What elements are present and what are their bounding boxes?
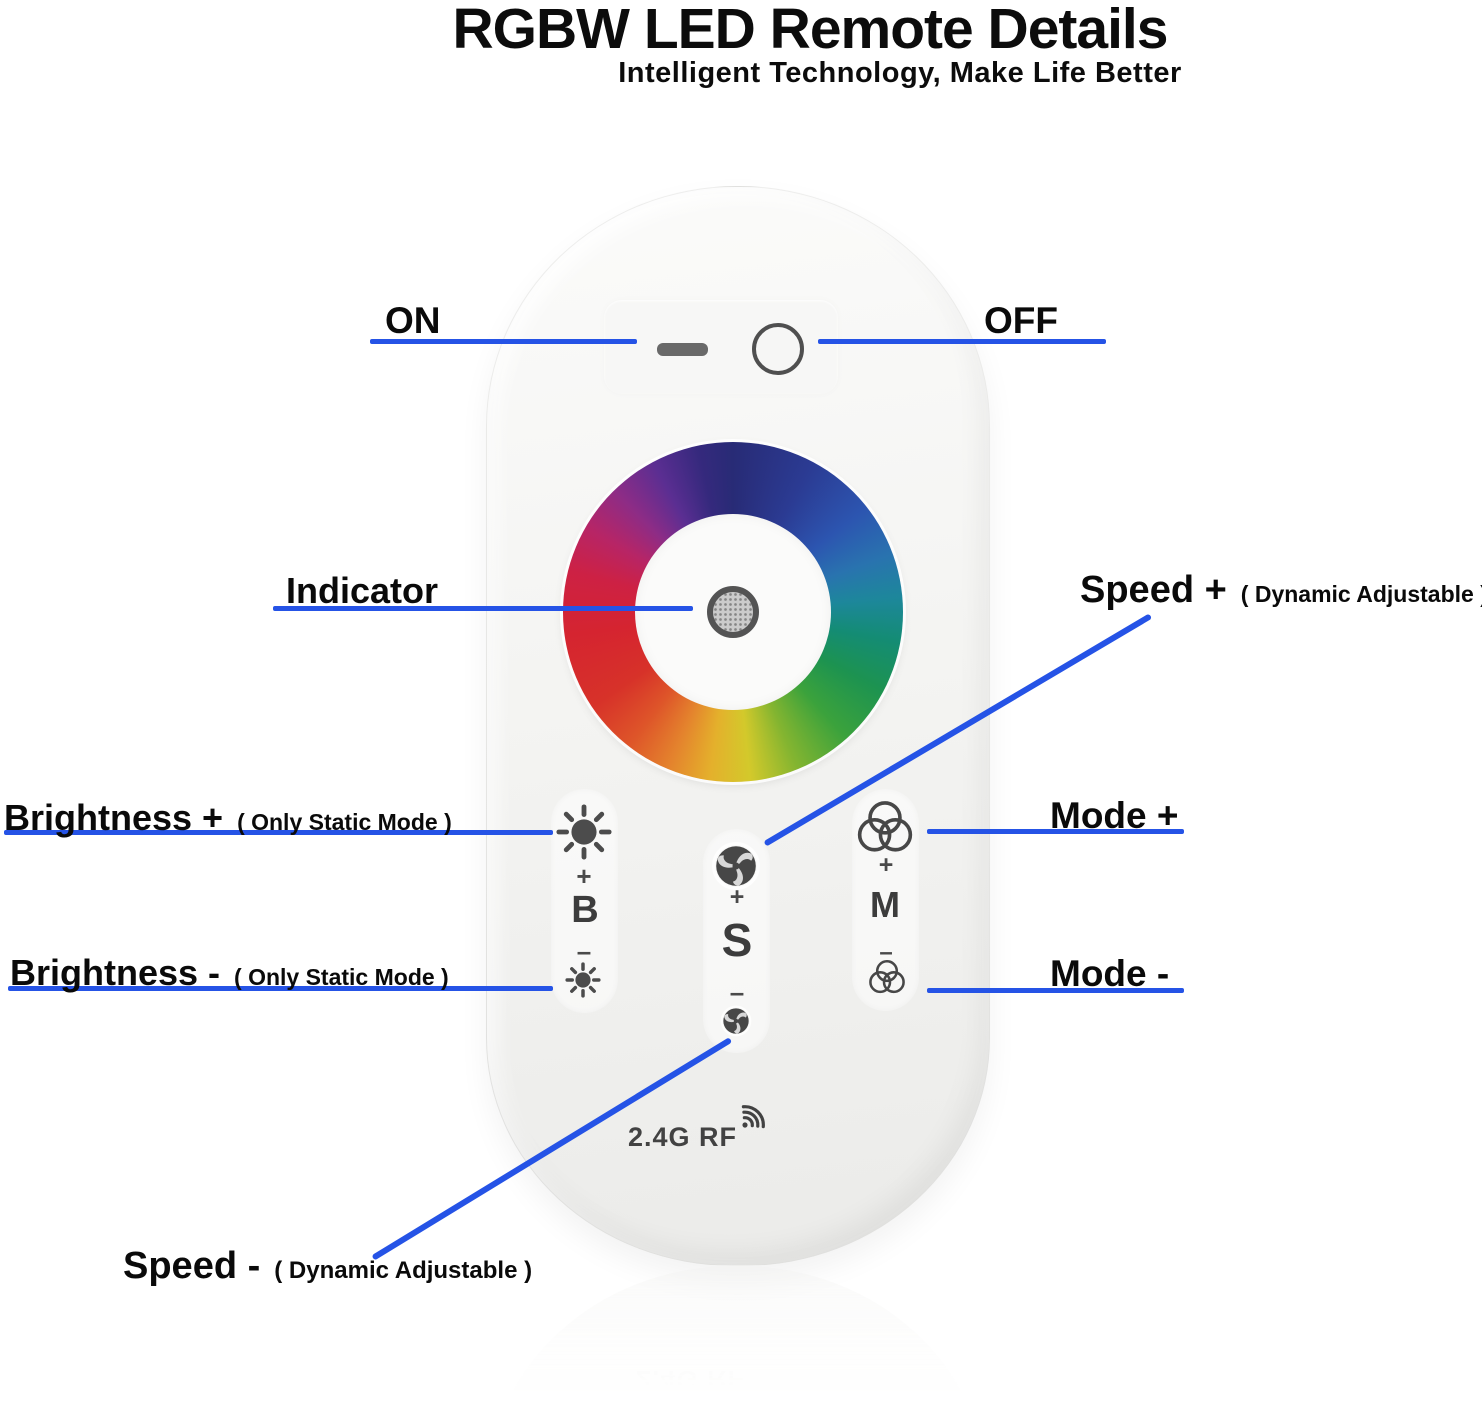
speed-minus-icon[interactable] [720,1005,752,1037]
label-speed-plus-note: ( Dynamic Adjustable ) [1240,581,1482,607]
mode-plus-glyph: + [878,851,894,879]
annotation-line-mode-plus [927,829,1184,834]
label-speed-minus: Speed - ( Dynamic Adjustable ) [123,1245,532,1288]
mode-minus-icon[interactable] [869,960,905,994]
label-brightness-plus-note: ( Only Static Mode ) [237,809,452,835]
rf-signal-icon [741,1105,765,1129]
speed-minus-glyph: – [729,977,745,1007]
label-indicator: Indicator [286,570,439,611]
rf-label: 2.4G RF [628,1122,738,1152]
speed-plus-icon[interactable] [711,841,761,891]
power-on-button[interactable] [657,343,708,356]
label-brightness-plus-main: Brightness + [4,797,224,838]
mode-plus-icon[interactable] [857,801,913,853]
annotation-line-brightness-plus [4,830,553,835]
mode-letter: M [870,884,900,925]
label-speed-minus-note: ( Dynamic Adjustable ) [274,1257,533,1284]
annotation-line-off [818,339,1106,344]
annotation-line-brightness-minus [8,986,553,991]
label-on: ON [385,300,441,341]
label-brightness-minus: Brightness - ( Only Static Mode ) [10,952,449,994]
label-brightness-minus-note: ( Only Static Mode ) [234,964,449,990]
page-title: RGBW LED Remote Details [452,0,1169,61]
annotation-line-mode-minus [927,988,1184,993]
label-brightness-plus: Brightness + ( Only Static Mode ) [4,797,452,839]
brightness-letter: B [571,889,599,931]
indicator-led [707,586,759,638]
speed-letter: S [721,914,753,966]
annotation-line-indicator [273,606,693,611]
label-brightness-minus-main: Brightness - [10,952,221,993]
speed-plus-glyph: + [729,883,745,911]
color-touch-wheel[interactable] [563,442,903,782]
label-mode-plus: Mode + [1050,795,1179,836]
reflection-dome [486,1266,988,1419]
brightness-minus-glyph: – [576,936,592,966]
power-off-button[interactable] [752,323,804,375]
annotation-line-on [370,339,637,344]
label-speed-minus-main: Speed - [123,1245,261,1287]
remote-reflection: 2.4G RF [486,1266,988,1419]
label-mode-minus: Mode - [1050,953,1170,994]
label-off: OFF [984,300,1058,341]
page-subtitle: Intelligent Technology, Make Life Better [618,57,1182,89]
label-speed-plus: Speed + ( Dynamic Adjustable ) [1080,569,1482,612]
reflection-rf-label: 2.4G RF [636,1365,746,1395]
mode-minus-glyph: – [879,939,893,966]
brightness-plus-icon[interactable] [555,803,613,861]
brightness-plus-glyph: + [576,861,592,891]
label-speed-plus-main: Speed + [1080,569,1227,611]
brightness-minus-icon[interactable] [564,961,602,999]
